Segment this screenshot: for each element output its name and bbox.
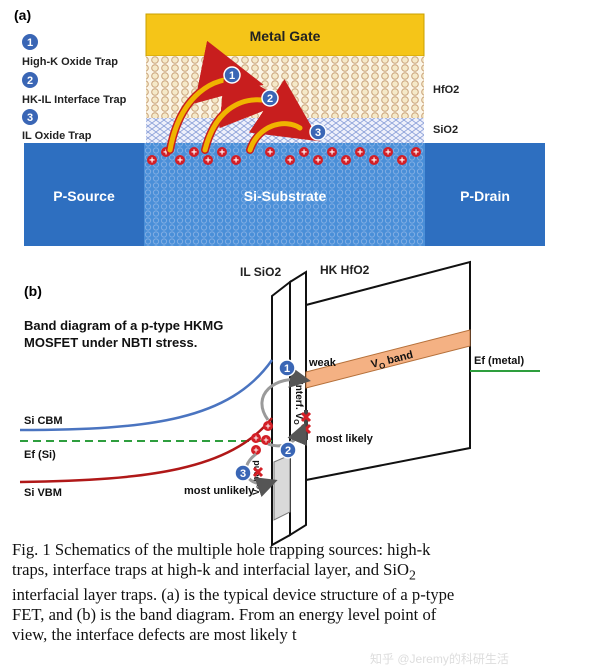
svg-text:+: + (343, 156, 349, 167)
figure-caption: Fig. 1 Schematics of the multiple hole t… (12, 540, 592, 645)
p-drain-label: P-Drain (460, 188, 510, 204)
vo-band-sio2 (273, 454, 291, 521)
sio2-label: SiO2 (433, 124, 458, 136)
trap-legend: 1 High-K Oxide Trap 2 HK-IL Interface Tr… (22, 34, 127, 142)
band-diagram-title-line1: Band diagram of a p-type HKMG (24, 318, 223, 333)
svg-text:1: 1 (229, 70, 235, 82)
si-substrate-label: Si-Substrate (244, 188, 327, 204)
caption-line-5: view, the interface defects are most lik… (12, 625, 297, 645)
most-likely-label: most likely (316, 433, 374, 445)
svg-text:1: 1 (27, 37, 33, 49)
svg-text:+: + (253, 445, 258, 455)
svg-text:+: + (233, 156, 239, 167)
svg-text:2: 2 (267, 93, 273, 105)
svg-text:+: + (301, 148, 307, 159)
band-badge-3: 3 (234, 464, 252, 482)
p-drain-region (425, 143, 545, 246)
band-diagram-title-line2: MOSFET under NBTI stress. (24, 335, 197, 350)
p-source-label: P-Source (53, 188, 115, 204)
svg-text:+: + (357, 148, 363, 159)
caption-line-4: FET, and (b) is the band diagram. From a… (12, 605, 437, 625)
caption-line-1: Fig. 1 Schematics of the multiple hole t… (12, 540, 431, 559)
svg-text:+: + (385, 148, 391, 159)
metal-gate (145, 13, 425, 57)
svg-text:+: + (265, 421, 270, 431)
si-vbm-label: Si VBM (24, 487, 62, 499)
svg-text:2: 2 (27, 75, 33, 87)
svg-text:+: + (413, 148, 419, 159)
legend-il-oxide-trap: IL Oxide Trap (22, 130, 92, 142)
panel-b: (b) IL SiO2 HK HfO2 Band diagram of a p-… (19, 260, 540, 547)
panel-b-tag: (b) (24, 283, 42, 299)
most-unlikely-label: most unlikely (184, 485, 255, 497)
caption-line-2: traps, interface traps at high-k and int… (12, 560, 409, 579)
svg-text:2: 2 (285, 445, 291, 457)
panel-a: (a) + + + + + + + + + + + + + + + + (14, 7, 545, 246)
hk-hfo2-label: HK HfO2 (320, 263, 370, 277)
panel-a-tag: (a) (14, 7, 31, 23)
diagram-badge-3: 3 (309, 123, 327, 141)
svg-text:+: + (191, 148, 197, 159)
caption-line-3: interfacial layer traps. (a) is the typi… (12, 585, 455, 605)
svg-text:+: + (267, 148, 273, 159)
svg-text:+: + (315, 156, 321, 167)
svg-text:+: + (205, 156, 211, 167)
diagram-badge-2: 2 (261, 89, 279, 107)
watermark: 知乎 @Jeremy的科研生活 (370, 652, 509, 666)
diagram-badge-1: 1 (223, 66, 241, 84)
si-cbm-label: Si CBM (24, 415, 63, 427)
svg-text:+: + (329, 148, 335, 159)
hfo2-label: HfO2 (433, 84, 459, 96)
svg-text:+: + (149, 156, 155, 167)
svg-text:+: + (253, 433, 258, 443)
weak-label: weak (308, 357, 337, 369)
ef-si-label: Ef (Si) (24, 449, 56, 461)
metal-gate-label: Metal Gate (250, 28, 321, 44)
svg-text:+: + (287, 156, 293, 167)
tunnel-arrow-1 (260, 367, 311, 421)
il-sio2-label: IL SiO2 (240, 265, 281, 279)
svg-text:3: 3 (315, 127, 321, 139)
ef-metal-label: Ef (metal) (474, 355, 524, 367)
p-source-region (24, 143, 144, 246)
band-badge-1: 1 (278, 359, 296, 377)
svg-text:+: + (263, 435, 268, 445)
svg-text:+: + (371, 156, 377, 167)
caption-line-2-sub: 2 (408, 567, 416, 583)
svg-text:+: + (177, 156, 183, 167)
holes: + + + + + + + + + + + + + + + + + + (147, 147, 421, 167)
band-badge-2: 2 (279, 441, 297, 459)
si-cbm-curve (19, 359, 274, 432)
svg-text:+: + (163, 148, 169, 159)
interface-holes: + + + + (251, 421, 273, 455)
interface-vo-label: Interf. VO (292, 382, 304, 425)
legend-high-k-oxide-trap: High-K Oxide Trap (22, 56, 118, 68)
legend-hk-il-interface-trap: HK-IL Interface Trap (22, 94, 127, 106)
svg-text:3: 3 (27, 112, 33, 124)
svg-text:1: 1 (284, 363, 290, 375)
svg-text:+: + (219, 148, 225, 159)
si-vbm-curve (19, 417, 273, 484)
svg-text:+: + (399, 156, 405, 167)
svg-text:3: 3 (240, 468, 246, 480)
